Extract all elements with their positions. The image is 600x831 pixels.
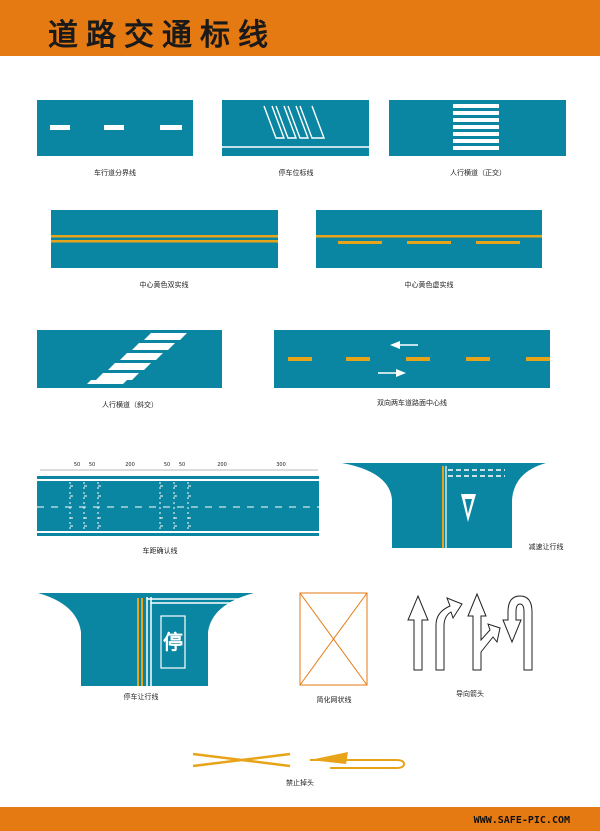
crosswalk-orth-panel	[389, 100, 566, 156]
center-double-panel	[51, 210, 278, 268]
parking-panel	[222, 100, 369, 156]
caption-stop-yield: 停车让行线	[123, 693, 159, 701]
caption-two-way-center: 双向两车道路面中心线	[377, 399, 447, 407]
footer-site: WWW.SAFE-PIC.COM	[473, 815, 570, 826]
footer-bar	[0, 807, 600, 831]
lane-divider-panel	[37, 100, 193, 156]
stop-character: 停	[163, 630, 183, 654]
caption-distance-confirm: 车距确认线	[142, 547, 178, 555]
distance-label: 50	[178, 462, 186, 468]
yield-panel	[342, 463, 546, 548]
header-bar	[0, 0, 600, 56]
distance-confirm-panel	[37, 469, 319, 536]
caption-crosswalk-orth: 人行横道（正交）	[450, 169, 506, 177]
caption-grid: 简化网状线	[316, 696, 352, 704]
page-title: 道路交通标线	[48, 18, 276, 53]
caption-parking: 停车位标线	[278, 169, 314, 177]
stop-yield-panel	[38, 593, 254, 686]
grid-panel	[299, 592, 368, 686]
caption-no-uturn: 禁止掉头	[286, 779, 314, 787]
caption-center-double: 中心黄色双实线	[139, 281, 189, 289]
caption-yield: 减速让行线	[528, 543, 564, 551]
distance-label: 200	[217, 462, 227, 468]
no-uturn-marks	[192, 752, 406, 769]
caption-crosswalk-oblique: 人行横道（斜交）	[102, 401, 158, 409]
caption-guide-arrow: 导向箭头	[456, 690, 484, 698]
distance-label: 200	[125, 462, 135, 468]
caption-center-solid-dashed: 中心黄色虚实线	[404, 281, 454, 289]
crosswalk-oblique-panel	[37, 330, 222, 388]
distance-label: 50	[73, 462, 81, 468]
guide-arrows	[407, 592, 533, 671]
two-way-center-panel	[274, 330, 550, 388]
center-solid-dashed-panel	[316, 210, 542, 268]
distance-label: 300	[276, 462, 286, 468]
distance-label: 50	[163, 462, 171, 468]
distance-label: 50	[88, 462, 96, 468]
caption-lane-divider: 车行道分界线	[94, 169, 136, 177]
